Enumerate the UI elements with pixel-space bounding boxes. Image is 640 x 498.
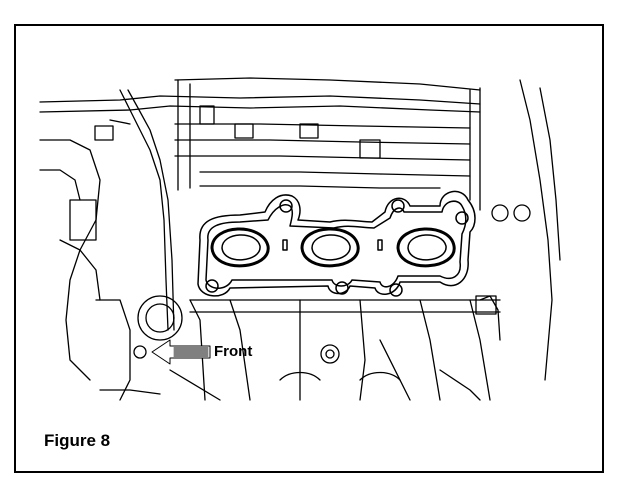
arrow-left-icon xyxy=(151,339,211,365)
engine-block-outline xyxy=(39,77,561,401)
figure-frame xyxy=(14,24,604,473)
figure-caption: Figure 8 xyxy=(44,431,111,450)
intake-gasket xyxy=(197,190,476,297)
front-direction-label: Front xyxy=(214,343,253,360)
